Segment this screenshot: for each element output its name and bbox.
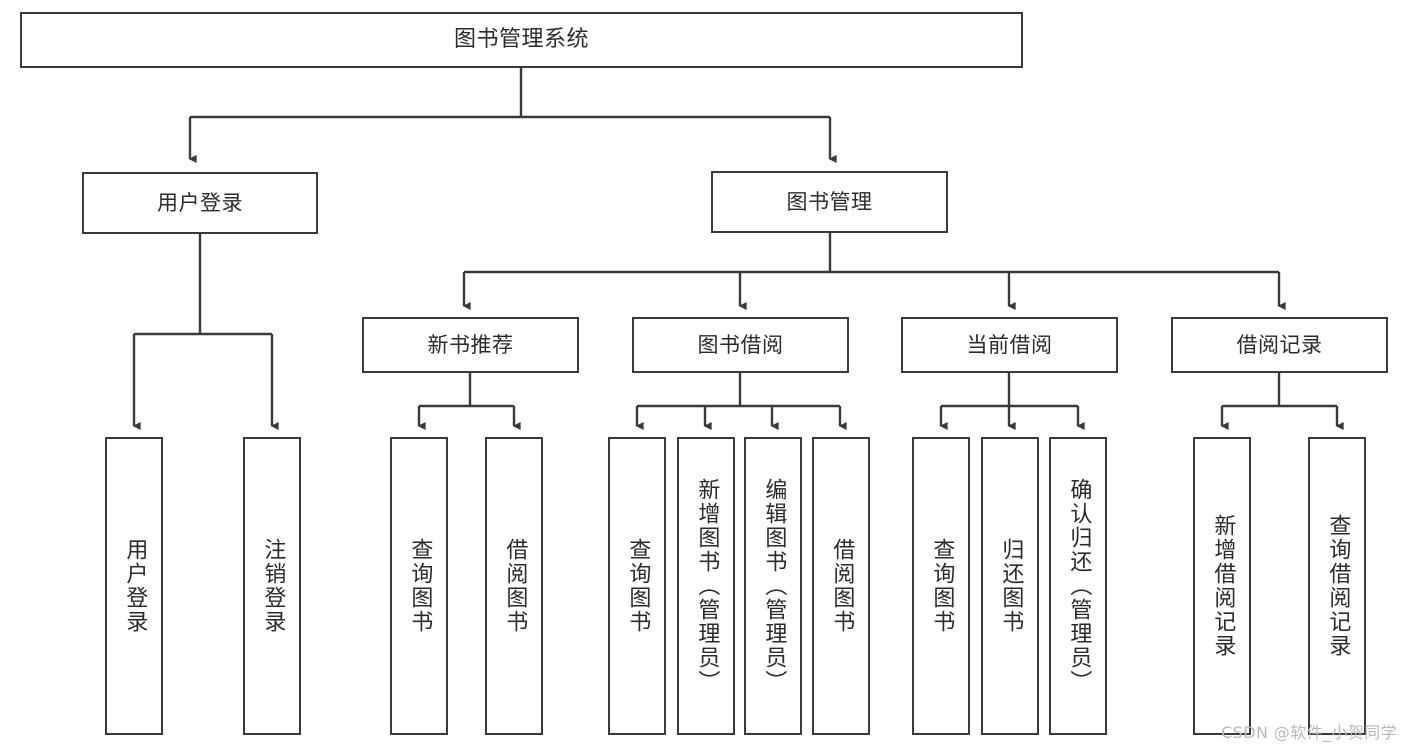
leaf-borrow-book-recommend[interactable]: 借阅图书 (485, 437, 543, 735)
node-label: 新增图书（管理员） (694, 478, 720, 694)
node-label: 图书管理系统 (453, 27, 589, 53)
node-label: 图书管理 (786, 189, 873, 214)
node-label: 查询图书 (929, 538, 955, 634)
node-label: 当前借阅 (966, 332, 1053, 357)
node-label: 借阅图书 (829, 538, 855, 634)
node-label: 注销登录 (260, 538, 286, 634)
node-borrow-record[interactable]: 借阅记录 (1171, 317, 1388, 373)
node-label: 借阅图书 (502, 538, 528, 634)
node-label: 查询借阅记录 (1325, 514, 1351, 658)
node-book-borrow[interactable]: 图书借阅 (632, 317, 849, 373)
node-label: 查询图书 (407, 538, 433, 634)
leaf-user-login[interactable]: 用户登录 (105, 437, 163, 735)
leaf-query-book-current[interactable]: 查询图书 (912, 437, 970, 735)
node-label: 归还图书 (998, 538, 1024, 634)
node-label: 新增借阅记录 (1210, 514, 1236, 658)
node-label: 图书借阅 (697, 332, 784, 357)
leaf-return-book[interactable]: 归还图书 (981, 437, 1039, 735)
node-label: 用户登录 (122, 538, 148, 634)
leaf-add-book-admin[interactable]: 新增图书（管理员） (677, 437, 735, 735)
node-user-login[interactable]: 用户登录 (82, 172, 318, 234)
leaf-query-book-recommend[interactable]: 查询图书 (390, 437, 448, 735)
leaf-query-borrow-record[interactable]: 查询借阅记录 (1308, 437, 1366, 735)
node-label: 查询图书 (625, 538, 651, 634)
node-book-management[interactable]: 图书管理 (711, 171, 948, 233)
watermark: CSDN @软件_小贺同学 (1221, 723, 1397, 742)
node-label: 编辑图书（管理员） (761, 478, 787, 694)
node-label: 借阅记录 (1236, 332, 1323, 357)
leaf-borrow-book[interactable]: 借阅图书 (812, 437, 870, 735)
node-root-book-management-system[interactable]: 图书管理系统 (20, 12, 1023, 68)
leaf-query-book-borrow[interactable]: 查询图书 (608, 437, 666, 735)
leaf-edit-book-admin[interactable]: 编辑图书（管理员） (744, 437, 802, 735)
node-label: 新书推荐 (427, 332, 514, 357)
leaf-user-logout[interactable]: 注销登录 (243, 437, 301, 735)
node-label: 确认归还（管理员） (1066, 478, 1092, 694)
node-new-book-recommend[interactable]: 新书推荐 (362, 317, 579, 373)
leaf-add-borrow-record[interactable]: 新增借阅记录 (1193, 437, 1251, 735)
node-label: 用户登录 (157, 190, 243, 215)
node-current-borrow[interactable]: 当前借阅 (901, 317, 1118, 373)
leaf-confirm-return-admin[interactable]: 确认归还（管理员） (1049, 437, 1107, 735)
